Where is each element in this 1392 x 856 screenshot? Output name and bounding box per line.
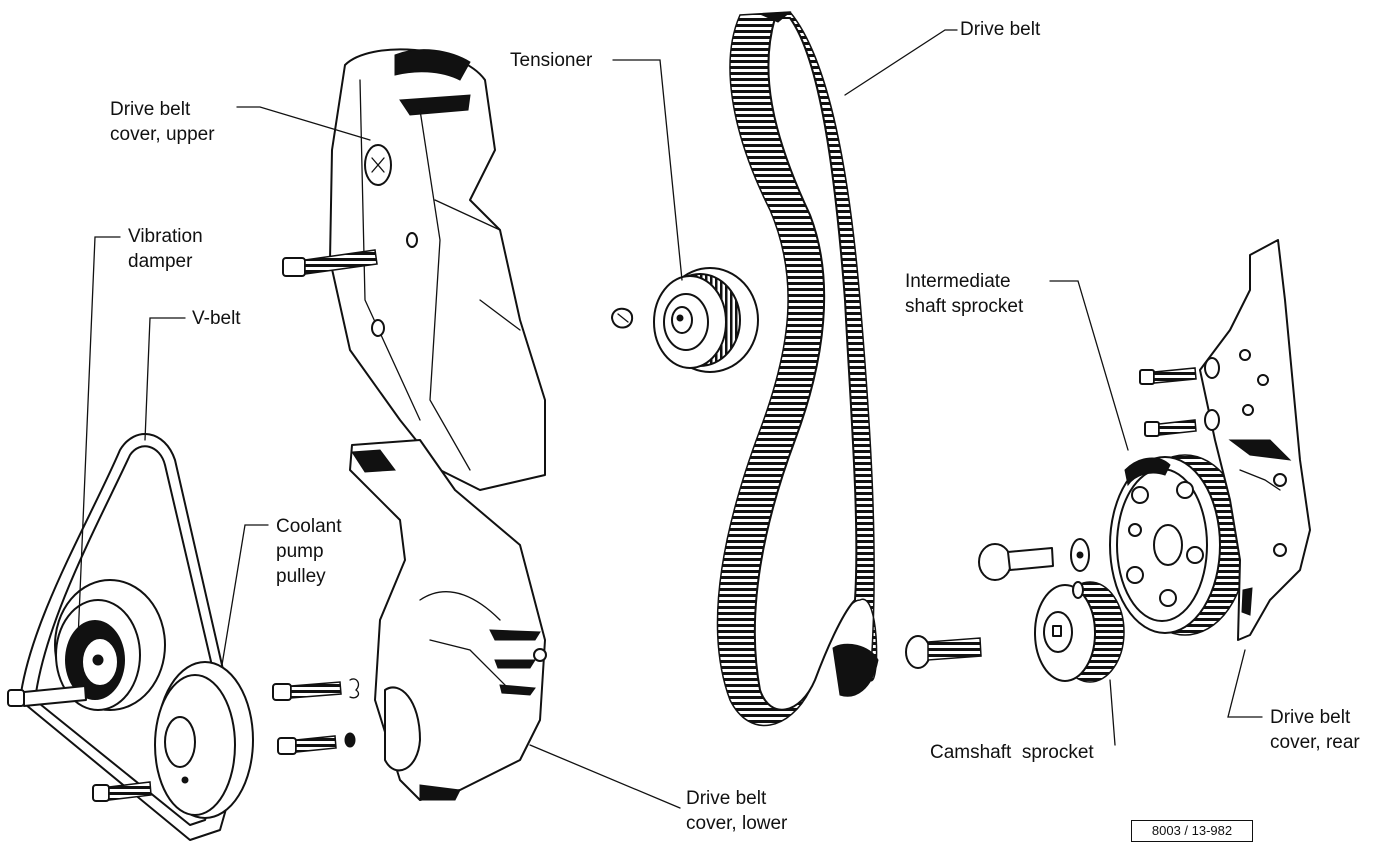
tensioner [611,267,759,373]
intermediate-shaft-sprocket [1109,454,1248,636]
label-line: damper [128,251,193,272]
label-line: Intermediate [905,271,1011,292]
label-vibration-damper: Vibration damper [128,224,203,274]
label-line: cover, rear [1270,732,1360,753]
label-line: Vibration [128,226,203,247]
label-drive-belt: Drive belt [960,19,1041,40]
label-drive-belt-cover-rear: Drive belt cover, rear [1270,705,1360,755]
camshaft-sprocket [1034,581,1125,683]
label-camshaft-sprocket: Camshaft sprocket [930,742,1094,763]
label-line: cover, upper [110,124,215,145]
sprocket-bolts [905,538,1090,669]
label-coolant-pump-pulley: Coolant pump pulley [276,514,342,589]
label-drive-belt-cover-lower: Drive belt cover, lower [686,786,787,836]
label-line: Drive belt [110,99,191,120]
vibration-damper [7,579,166,711]
label-tensioner: Tensioner [510,50,593,71]
label-line: Coolant [276,516,342,537]
coolant-pump-pulley [92,661,254,819]
label-line: cover, lower [686,813,788,834]
drive-belt-cover-lower [349,439,547,801]
drive-belt-cover-rear [1139,239,1311,641]
drive-belt [716,11,879,727]
lower-cover-bolts [272,678,360,755]
label-line: Drive belt [686,788,767,809]
label-intermediate-shaft-sprocket: Intermediate shaft sprocket [905,269,1023,319]
label-v-belt: V-belt [192,308,241,329]
label-line: pulley [276,566,326,587]
drive-belt-cover-upper [329,48,546,491]
label-line: pump [276,541,324,562]
leader-lines [77,29,1263,809]
reference-number: 8003 / 13-982 [1131,820,1253,842]
label-drive-belt-cover-upper: Drive belt cover, upper [110,97,215,147]
label-line: shaft sprocket [905,296,1024,317]
upper-cover-bolt [282,249,378,277]
label-line: Drive belt [1270,707,1351,728]
